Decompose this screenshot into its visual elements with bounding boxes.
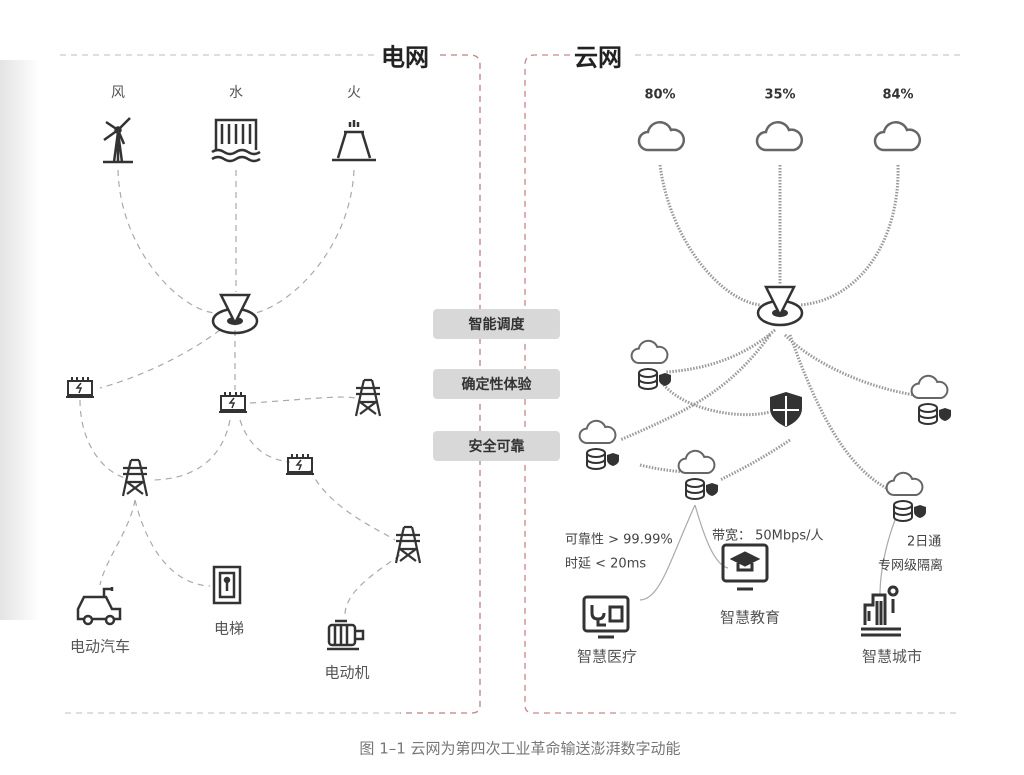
figure-caption: 图 1–1 云网为第四次工业革命输送澎湃数字动能 xyxy=(359,739,681,758)
source-wind-label: 风 xyxy=(111,85,125,101)
elevator-icon xyxy=(212,565,242,605)
bandwidth-note: 带宽： 50Mbps/人 xyxy=(712,528,824,544)
cloud-datacenter-icon xyxy=(887,473,926,521)
thermal-plant-icon xyxy=(332,120,376,162)
smart-education-icon xyxy=(721,543,769,591)
grid-frame xyxy=(60,54,481,714)
cloud-icon xyxy=(755,121,804,152)
source-hydro-label: 水 xyxy=(229,85,243,101)
cloud-utilization-3: 84% xyxy=(882,87,914,103)
smart-dispatch-badge: 智能调度 xyxy=(433,309,560,339)
smart-medical-icon xyxy=(582,595,630,639)
provision-note: 2日通 xyxy=(907,534,942,550)
cloud-utilization-1: 80% xyxy=(644,87,676,103)
security-shield-icon xyxy=(769,391,803,428)
isolation-note: 专网级隔离 xyxy=(878,558,944,574)
smart-city-icon xyxy=(861,585,901,637)
cloud-datacenter-icon xyxy=(632,341,671,389)
battery-icon xyxy=(285,453,315,475)
battery-icon xyxy=(218,391,248,413)
cloud-datacenter-icon xyxy=(679,451,718,499)
wind-turbine-icon xyxy=(103,117,133,164)
power-tower-icon xyxy=(354,378,382,418)
grid-dispatch-icon xyxy=(211,293,259,335)
elevator-label: 电梯 xyxy=(213,619,245,638)
binary-links xyxy=(619,164,916,492)
reliability-note: 可靠性 > 99.99% xyxy=(565,532,673,548)
smart-education-label: 智慧教育 xyxy=(719,608,781,627)
electric-motor-icon xyxy=(327,619,365,651)
latency-note: 时延 < 20ms xyxy=(565,556,647,572)
power-tower-icon xyxy=(121,458,149,498)
motor-label: 电动机 xyxy=(324,663,370,682)
cloud-title: 云网 xyxy=(574,43,622,72)
hydro-dam-icon xyxy=(211,118,261,163)
cloud-dispatch-icon xyxy=(756,285,804,327)
ev-label: 电动汽车 xyxy=(69,637,131,656)
deterministic-experience-badge: 确定性体验 xyxy=(433,369,560,399)
grid-title: 电网 xyxy=(381,43,429,72)
safe-reliable-badge: 安全可靠 xyxy=(433,431,560,461)
cloud-datacenter-icon xyxy=(580,421,619,469)
cloud-datacenter-icon xyxy=(912,376,951,424)
cloud-frame xyxy=(524,54,960,714)
cloud-icon xyxy=(873,121,922,152)
cloud-icon xyxy=(637,121,686,152)
page-shadow xyxy=(0,60,40,620)
smart-medical-label: 智慧医疗 xyxy=(576,647,638,666)
power-tower-icon xyxy=(394,525,422,565)
electric-car-icon xyxy=(76,587,122,626)
grid-links xyxy=(79,169,401,616)
source-thermal-label: 火 xyxy=(347,85,361,101)
cloud-utilization-2: 35% xyxy=(764,87,796,103)
smart-city-label: 智慧城市 xyxy=(861,647,923,666)
battery-icon xyxy=(65,376,95,398)
